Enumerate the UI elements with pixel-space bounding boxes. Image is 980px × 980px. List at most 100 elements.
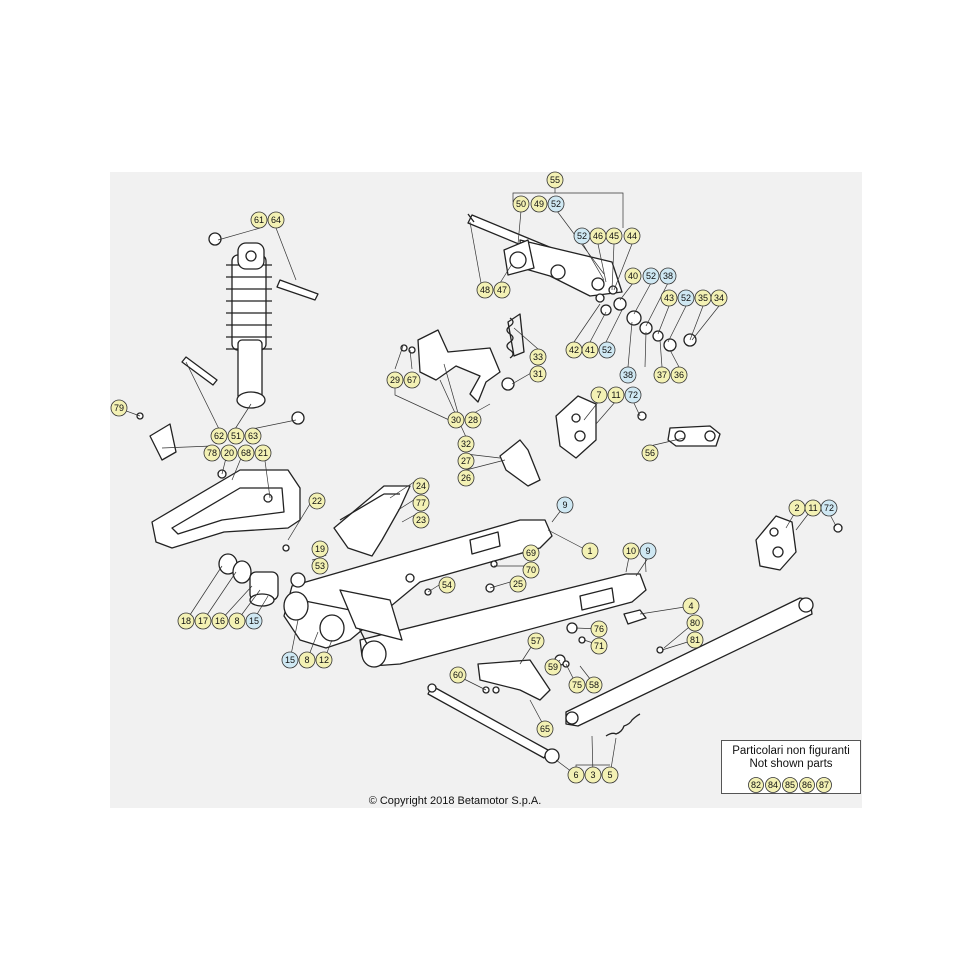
svg-text:31: 31 (533, 369, 543, 379)
callout-6: 6 (567, 766, 585, 784)
svg-text:28: 28 (468, 415, 478, 425)
callout-52-a: 52 (547, 195, 565, 213)
svg-text:27: 27 (461, 456, 471, 466)
callout-30: 30 (447, 411, 465, 429)
legend-part-82: 82 (748, 777, 764, 793)
svg-text:1: 1 (587, 546, 592, 556)
svg-text:29: 29 (390, 375, 400, 385)
svg-text:52: 52 (602, 345, 612, 355)
callout-9-a: 9 (556, 496, 574, 514)
callout-69: 69 (522, 544, 540, 562)
callout-38-b: 38 (619, 366, 637, 384)
svg-text:37: 37 (657, 370, 667, 380)
svg-text:87: 87 (819, 780, 829, 790)
svg-text:10: 10 (626, 546, 636, 556)
svg-text:60: 60 (453, 670, 463, 680)
callout-29: 29 (386, 371, 404, 389)
legend-part-86: 86 (799, 777, 815, 793)
legend-part-85: 85 (782, 777, 798, 793)
callout-77: 77 (412, 494, 430, 512)
swingarm (283, 519, 647, 668)
svg-text:71: 71 (594, 641, 604, 651)
svg-text:47: 47 (497, 285, 507, 295)
svg-text:57: 57 (531, 636, 541, 646)
callouts: 55 50 49 44 45 46 48 47 40 43 35 34 42 4… (110, 171, 838, 784)
svg-text:48: 48 (480, 285, 490, 295)
callout-32: 32 (457, 435, 475, 453)
callout-26: 26 (457, 469, 475, 487)
svg-text:4: 4 (688, 601, 693, 611)
svg-text:63: 63 (248, 431, 258, 441)
callout-75: 75 (568, 676, 586, 694)
svg-text:53: 53 (315, 561, 325, 571)
callout-67: 67 (403, 371, 421, 389)
svg-text:25: 25 (513, 579, 523, 589)
copyright-notice: © Copyright 2018 Betamotor S.p.A. (368, 795, 542, 807)
callout-8-bottom: 8 (298, 651, 316, 669)
callout-40: 40 (624, 267, 642, 285)
svg-text:38: 38 (623, 370, 633, 380)
pivot-bolt (427, 683, 560, 764)
callout-4: 4 (682, 597, 700, 615)
brake-lever (565, 597, 814, 737)
callout-31: 31 (529, 365, 547, 383)
callout-60: 60 (449, 666, 467, 684)
svg-text:58: 58 (589, 680, 599, 690)
callout-51: 51 (227, 427, 245, 445)
svg-text:17: 17 (198, 616, 208, 626)
callout-36: 36 (670, 366, 688, 384)
not-shown-parts-legend: Particolari non figuranti Not shown part… (721, 740, 861, 794)
callout-16: 16 (211, 612, 229, 630)
svg-text:42: 42 (569, 345, 579, 355)
callout-22: 22 (308, 492, 326, 510)
svg-text:32: 32 (461, 439, 471, 449)
svg-text:55: 55 (550, 175, 560, 185)
callout-1: 1 (581, 542, 599, 560)
callout-23: 23 (412, 511, 430, 529)
callout-42: 42 (565, 341, 583, 359)
callout-52-e: 52 (598, 341, 616, 359)
callout-10: 10 (622, 542, 640, 560)
callout-58: 58 (585, 676, 603, 694)
callout-11-top: 11 (607, 386, 625, 404)
svg-text:12: 12 (319, 655, 329, 665)
svg-text:16: 16 (215, 616, 225, 626)
callout-61: 61 (250, 211, 268, 229)
svg-text:15: 15 (285, 655, 295, 665)
callout-63: 63 (244, 427, 262, 445)
svg-text:26: 26 (461, 473, 471, 483)
callout-33: 33 (529, 348, 547, 366)
svg-text:49: 49 (534, 199, 544, 209)
callout-47: 47 (493, 281, 511, 299)
svg-text:61: 61 (254, 215, 264, 225)
legend-part-87: 87 (816, 777, 832, 793)
svg-text:75: 75 (572, 680, 582, 690)
callout-19: 19 (311, 540, 329, 558)
callout-79: 79 (110, 399, 128, 417)
callout-68: 68 (237, 444, 255, 462)
callout-2: 2 (788, 499, 806, 517)
rocker-linkage (467, 213, 697, 352)
svg-text:30: 30 (451, 415, 461, 425)
callout-76: 76 (590, 620, 608, 638)
callout-80: 80 (686, 614, 704, 632)
callout-43: 43 (660, 289, 678, 307)
svg-text:19: 19 (315, 544, 325, 554)
svg-text:33: 33 (533, 352, 543, 362)
svg-text:36: 36 (674, 370, 684, 380)
legend-part-84: 84 (765, 777, 781, 793)
callout-55: 55 (546, 171, 564, 189)
chain-slider (149, 423, 301, 549)
callout-57: 57 (527, 632, 545, 650)
legend-title-english: Not shown parts (749, 758, 833, 770)
svg-text:51: 51 (231, 431, 241, 441)
svg-text:52: 52 (551, 199, 561, 209)
callout-44: 44 (623, 227, 641, 245)
svg-text:8: 8 (234, 616, 239, 626)
svg-text:18: 18 (181, 616, 191, 626)
svg-text:15: 15 (249, 616, 259, 626)
callout-25: 25 (509, 575, 527, 593)
svg-text:23: 23 (416, 515, 426, 525)
svg-text:72: 72 (628, 390, 638, 400)
